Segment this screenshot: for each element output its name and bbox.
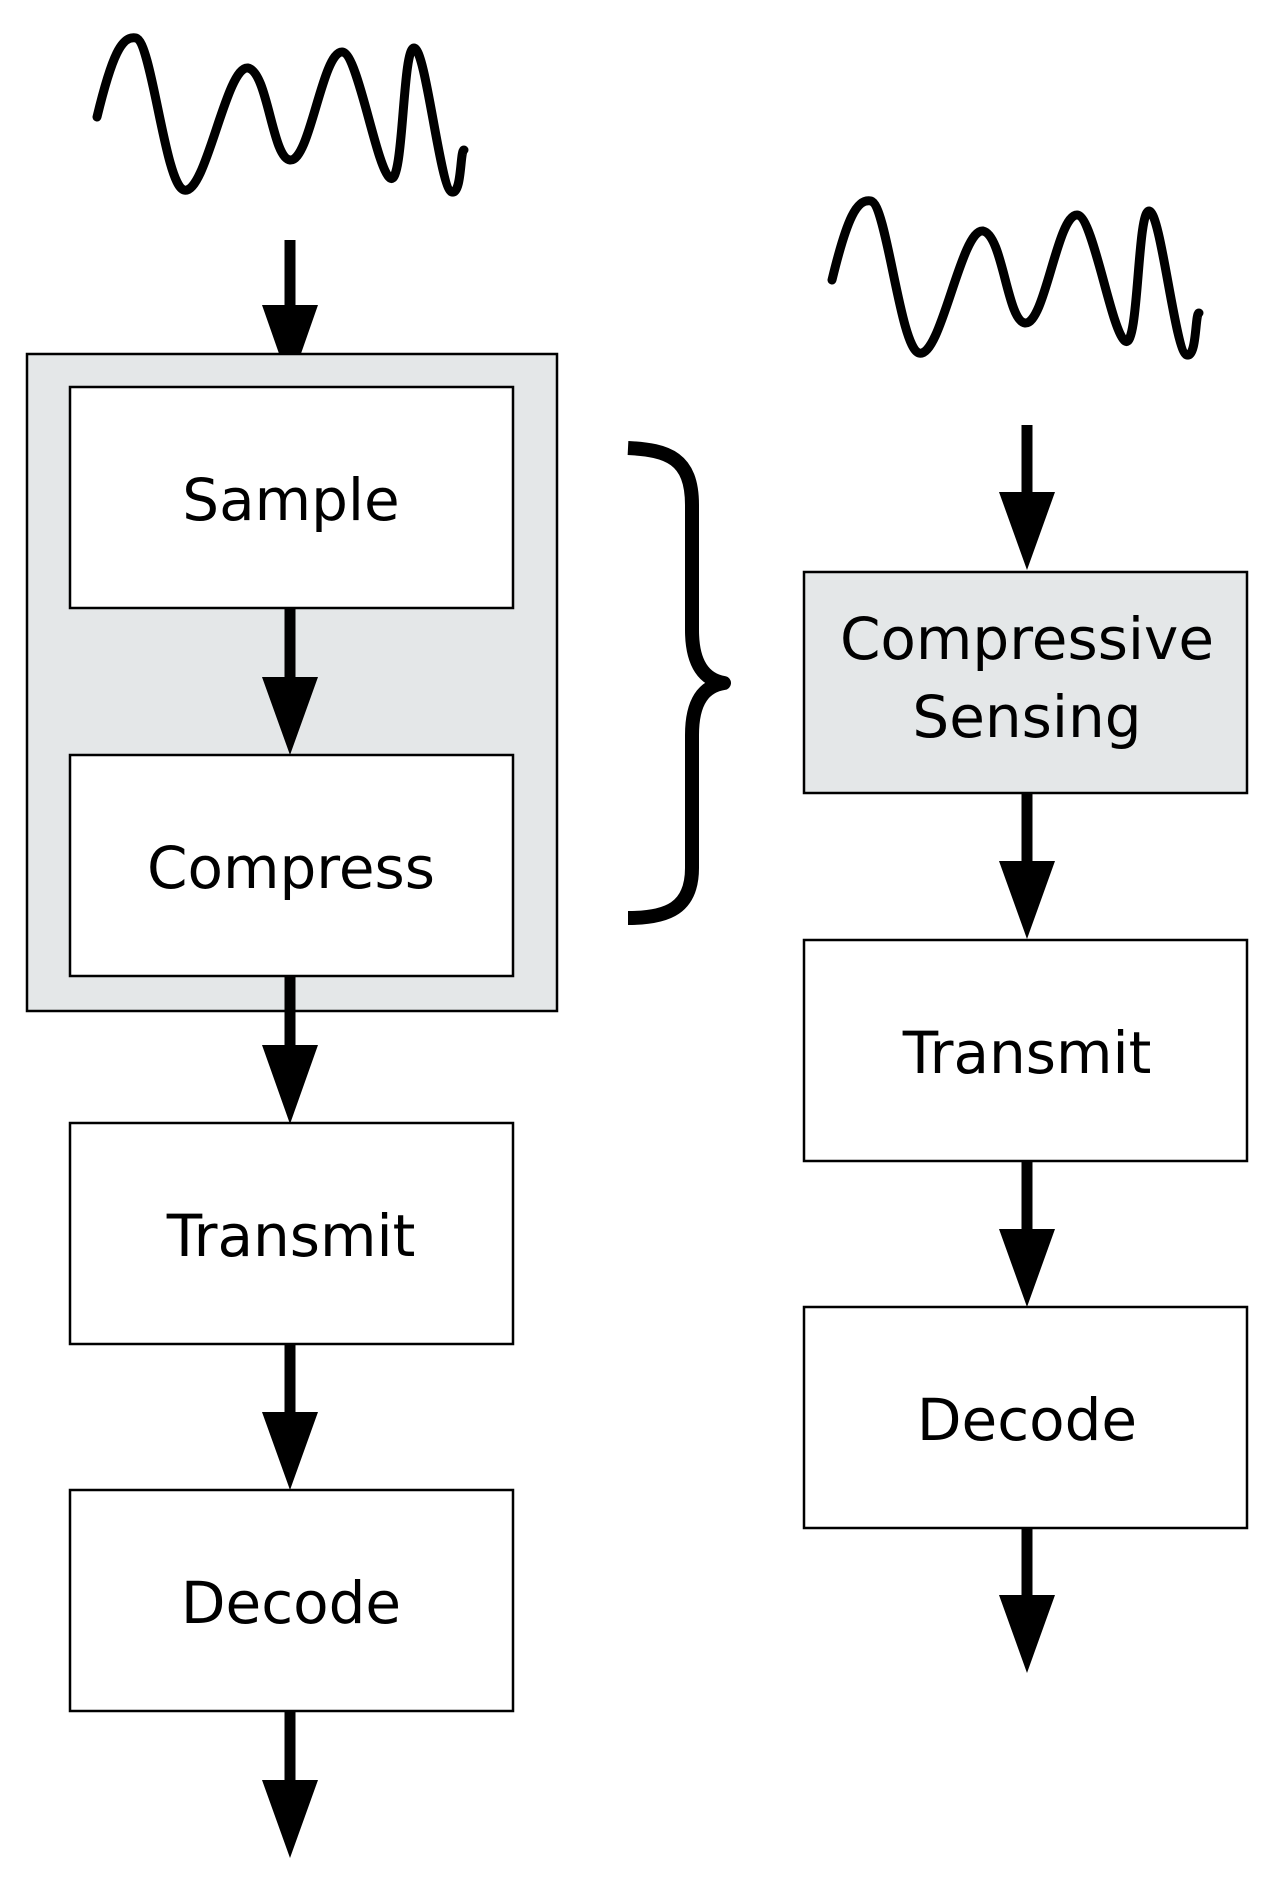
arrow-compress-to-transmit: [262, 977, 318, 1124]
arrow-compressive-sensing-to-transmit: [999, 794, 1055, 939]
sample-label: Sample: [182, 466, 399, 534]
decode-label-right: Decode: [917, 1386, 1137, 1454]
sample-box: Sample: [68, 385, 515, 610]
conventional-pipeline: Sample Compress Transmit: [25, 33, 559, 1858]
compressive-sensing-label-line2: Sensing: [912, 683, 1141, 751]
arrow-transmit-to-decode-left: [262, 1345, 318, 1490]
transmit-box-left: Transmit: [68, 1121, 515, 1346]
transmit-box-right: Transmit: [802, 938, 1249, 1163]
arrow-input-to-compressive-sensing: [999, 425, 1055, 570]
compressive-pipeline: Compressive Sensing Transmit Decode: [802, 196, 1249, 1673]
arrow-input-to-sample: [262, 240, 318, 385]
arrow-decode-output-left: [262, 1712, 318, 1858]
decode-box-left: Decode: [68, 1488, 515, 1713]
arrow-decode-output-right: [999, 1529, 1055, 1673]
decode-box-right: Decode: [802, 1305, 1249, 1530]
compressive-sensing-label-line1: Compressive: [840, 605, 1214, 673]
input-signal-wave-icon-right: [827, 196, 1204, 360]
compressive-sensing-box: Compressive Sensing: [802, 570, 1249, 795]
arrow-transmit-to-decode-right: [999, 1162, 1055, 1307]
input-signal-wave-icon: [92, 33, 469, 197]
compress-box: Compress: [68, 753, 515, 978]
transmit-label-left: Transmit: [166, 1202, 416, 1270]
curly-brace-icon: [627, 441, 731, 925]
arrow-sample-to-compress: [262, 609, 318, 755]
decode-label-left: Decode: [181, 1569, 401, 1637]
compress-label: Compress: [147, 834, 435, 902]
transmit-label-right: Transmit: [902, 1019, 1152, 1087]
